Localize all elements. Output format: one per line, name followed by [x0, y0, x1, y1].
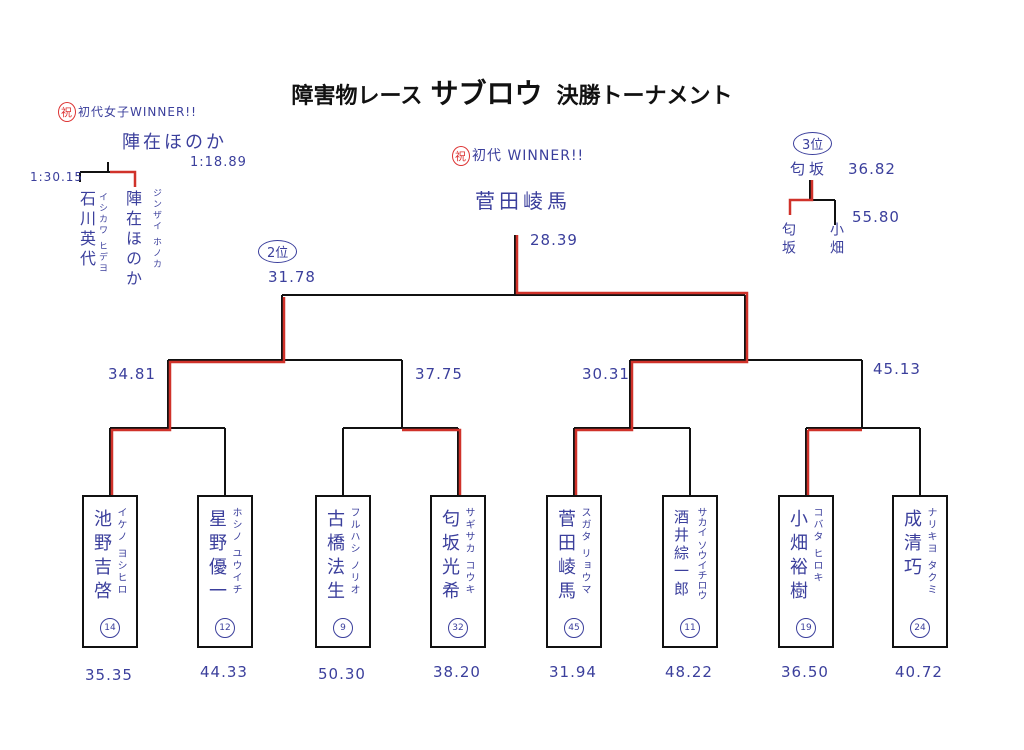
women-player-name: 石川英代: [77, 190, 96, 270]
player-time: 40.72: [895, 663, 943, 681]
player-time: 38.20: [433, 663, 481, 681]
champion-label: 初代 WINNER!!: [472, 148, 585, 164]
women-player-kana: イシカワ ヒデヨ: [97, 192, 107, 274]
player-time: 31.94: [549, 663, 597, 681]
women-banner: 祝初代女子WINNER!!: [58, 102, 197, 122]
women-loser-time: 1:30.15: [30, 170, 84, 184]
seed-number: 24: [910, 618, 930, 638]
qf-2: [342, 360, 459, 495]
third-place-badge: 3位: [793, 132, 833, 155]
winner-paths: [110, 170, 862, 495]
women-winner-time: 1:18.89: [190, 155, 247, 170]
qf-1: [109, 360, 226, 495]
seed-number: 14: [100, 618, 120, 638]
semi-time: 34.81: [108, 365, 156, 383]
page-title: 障害物レースサブロウ決勝トーナメント: [0, 72, 1024, 112]
title-prefix: 障害物レース: [291, 84, 423, 109]
player-time: 36.50: [781, 663, 829, 681]
player-time: 48.22: [665, 663, 713, 681]
final-line: [282, 235, 745, 296]
champion-name: 菅田崚馬: [475, 189, 571, 213]
semi-time: 45.13: [873, 360, 921, 378]
women-player-name: 陣在ほのか: [123, 190, 142, 290]
seed-number: 12: [215, 618, 235, 638]
third-place-player: 小畑: [828, 222, 844, 258]
third-place-other-time: 55.80: [852, 208, 900, 226]
third-place-player: 匂坂: [780, 222, 796, 258]
second-place-time: 31.78: [268, 268, 316, 286]
semi-time: 37.75: [415, 365, 463, 383]
champion-banner: 祝初代 WINNER!!: [452, 145, 584, 166]
women-bracket: [79, 162, 136, 187]
women-player-kana: ジンザイ ホノカ: [151, 188, 161, 270]
second-place-badge: 2位: [258, 240, 298, 263]
seed-number: 11: [680, 618, 700, 638]
title-main: サブロウ: [430, 77, 543, 110]
seed-number: 45: [564, 618, 584, 638]
celebrate-mark: 祝: [452, 146, 470, 166]
player-time: 44.33: [200, 663, 248, 681]
seed-number: 32: [448, 618, 468, 638]
player-time: 50.30: [318, 665, 366, 683]
semi-time: 30.31: [582, 365, 630, 383]
champion-time: 28.39: [530, 231, 578, 249]
seed-number: 19: [796, 618, 816, 638]
third-place-winner: 匂坂: [790, 160, 829, 178]
women-winner-name: 陣在ほのか: [122, 132, 227, 153]
player-time: 35.35: [85, 666, 133, 684]
title-suffix: 決勝トーナメント: [556, 84, 733, 109]
third-place-winner-time: 36.82: [848, 160, 896, 178]
seed-number: 9: [333, 618, 353, 638]
qf-4: [805, 360, 921, 495]
